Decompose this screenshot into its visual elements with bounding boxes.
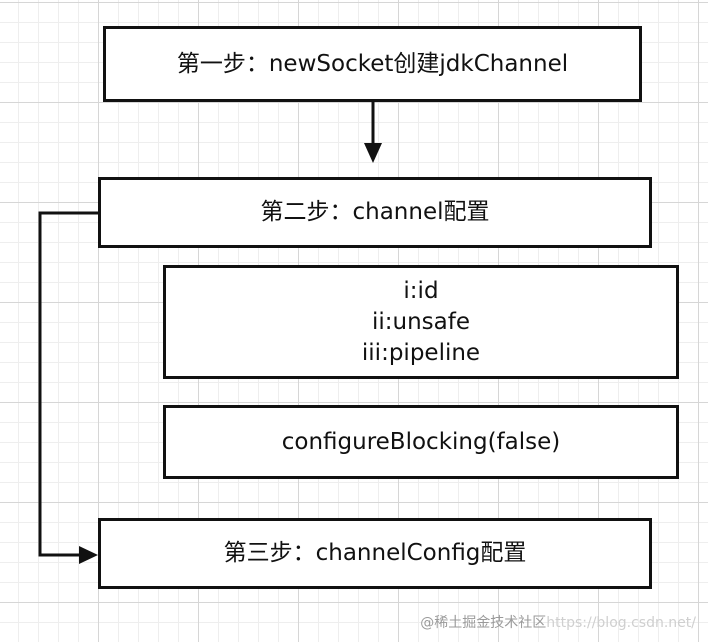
step3-label: 第三步：channelConfig配置 xyxy=(223,540,527,566)
step2-label: 第二步：channel配置 xyxy=(260,199,490,225)
channel-part-unsafe: ii:unsafe xyxy=(371,308,470,335)
configure-blocking-label: configureBlocking(false) xyxy=(281,428,561,455)
watermark-faint-url: https://blog.csdn.net/ xyxy=(546,615,696,631)
channel-part-id: i:id xyxy=(403,277,439,304)
step1-label: 第一步：newSocket创建jdkChannel xyxy=(176,50,569,77)
arrow-step1-to-step2 xyxy=(364,102,382,163)
watermark-brand: @稀土掘金技术社区 xyxy=(420,615,547,631)
step3-box: 第三步：channelConfig配置 xyxy=(98,518,652,589)
step2-box: 第二步：channel配置 xyxy=(98,177,652,248)
arrow-step2-to-step3 xyxy=(38,211,98,564)
channel-properties-box: i:id ii:unsafe iii:pipeline xyxy=(163,265,679,379)
configure-blocking-box: configureBlocking(false) xyxy=(163,405,679,479)
channel-part-pipeline: iii:pipeline xyxy=(361,339,481,366)
step1-box: 第一步：newSocket创建jdkChannel xyxy=(103,26,642,102)
watermark: @稀土掘金技术社区https://blog.csdn.net/ xyxy=(420,612,696,632)
